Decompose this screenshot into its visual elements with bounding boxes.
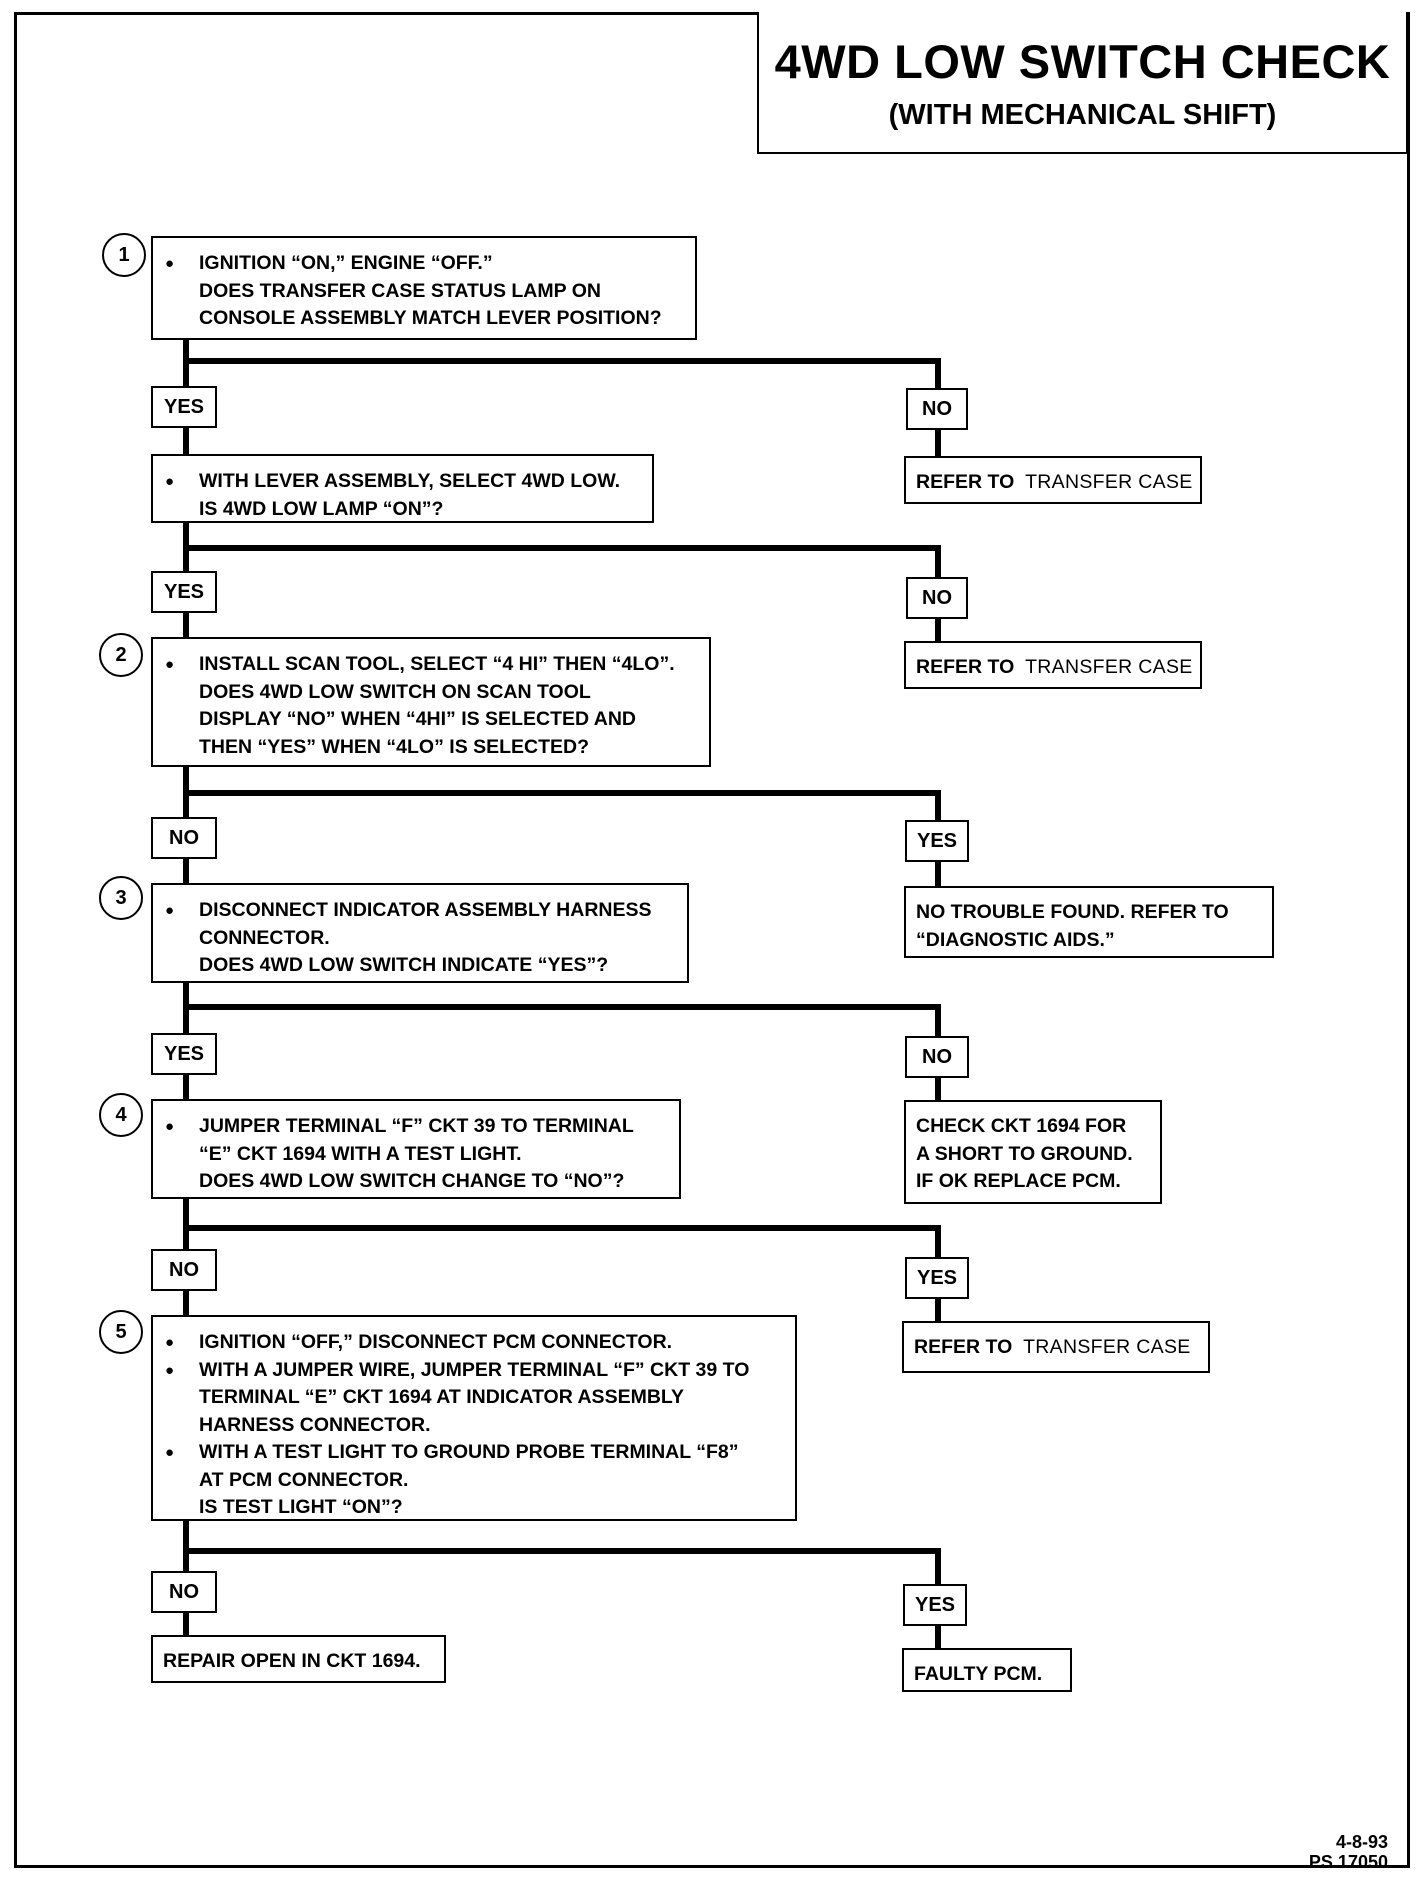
- step-2-yes-label: YES: [905, 820, 969, 862]
- page-subtitle: (WITH MECHANICAL SHIFT): [888, 99, 1277, 131]
- footer-ref: 4-8-93 PS 17050: [1309, 1832, 1388, 1872]
- step-1-no-result: REFER TO TRANSFER CASE: [904, 456, 1202, 504]
- step-3-question: DISCONNECT INDICATOR ASSEMBLY HARNESS CO…: [151, 883, 689, 983]
- step-1-yes-label: YES: [151, 386, 217, 428]
- page-title: 4WD LOW SWITCH CHECK: [774, 35, 1391, 88]
- page-frame: [14, 12, 1410, 1868]
- step-5-yes-label: YES: [903, 1584, 967, 1626]
- step-5-number: 5: [99, 1310, 143, 1354]
- step-5-no-label: NO: [151, 1571, 217, 1613]
- step-5-question: IGNITION “OFF,” DISCONNECT PCM CONNECTOR…: [151, 1315, 797, 1521]
- step-1-question: IGNITION “ON,” ENGINE “OFF.” DOES TRANSF…: [151, 236, 697, 340]
- step-2-number: 2: [99, 633, 143, 677]
- step-2-question: INSTALL SCAN TOOL, SELECT “4 HI” THEN “4…: [151, 637, 711, 767]
- step-3-no-label: NO: [905, 1036, 969, 1078]
- step-4-question: JUMPER TERMINAL “F” CKT 39 TO TERMINAL “…: [151, 1099, 681, 1199]
- step-1b-no-result: REFER TO TRANSFER CASE: [904, 641, 1202, 689]
- step-3-no-result: CHECK CKT 1694 FOR A SHORT TO GROUND. IF…: [904, 1100, 1162, 1204]
- step-4-yes-label: YES: [905, 1257, 969, 1299]
- step-5-no-result: REPAIR OPEN IN CKT 1694.: [151, 1635, 446, 1683]
- step-4-no-label: NO: [151, 1249, 217, 1291]
- title-box: 4WD LOW SWITCH CHECK (WITH MECHANICAL SH…: [757, 12, 1408, 154]
- step-1b-yes-label: YES: [151, 571, 217, 613]
- step-4-number: 4: [99, 1093, 143, 1137]
- step-1-number: 1: [102, 233, 146, 277]
- step-1b-question: WITH LEVER ASSEMBLY, SELECT 4WD LOW. IS …: [151, 454, 654, 523]
- step-1b-no-label: NO: [906, 577, 968, 619]
- step-3-yes-label: YES: [151, 1033, 217, 1075]
- step-1-no-label: NO: [906, 388, 968, 430]
- step-2-no-label: NO: [151, 817, 217, 859]
- footer-code: PS 17050: [1308, 1852, 1388, 1872]
- footer-date: 4-8-93: [1335, 1832, 1388, 1852]
- step-5-yes-result: FAULTY PCM.: [902, 1648, 1072, 1692]
- step-2-yes-result: NO TROUBLE FOUND. REFER TO “DIAGNOSTIC A…: [904, 886, 1274, 958]
- step-3-number: 3: [99, 876, 143, 920]
- step-4-yes-result: REFER TO TRANSFER CASE: [902, 1321, 1210, 1373]
